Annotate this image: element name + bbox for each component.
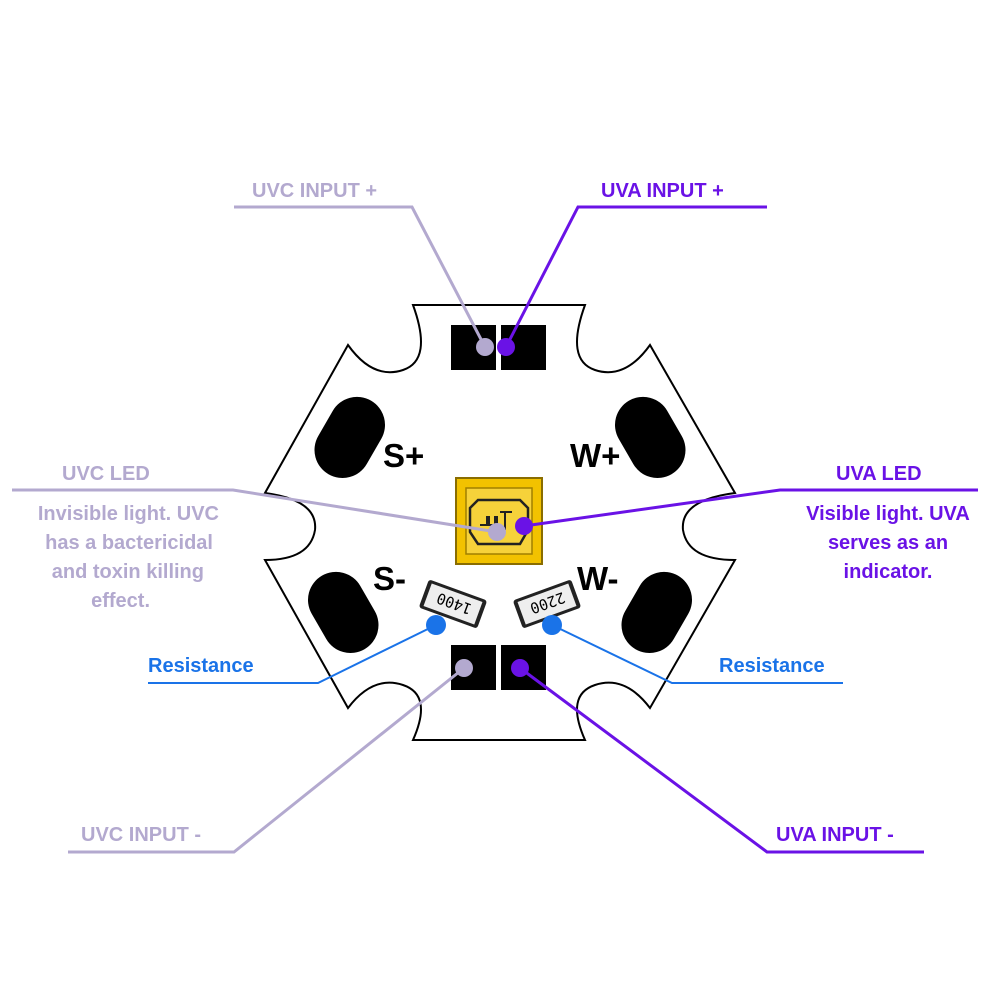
label-resistance-left: Resistance — [148, 655, 254, 677]
desc-uvc-led-line-1: Invisible light. UVC — [38, 503, 219, 525]
label-uva-input-plus: UVA INPUT + — [601, 180, 724, 202]
pad-label-w-minus: W- — [577, 560, 618, 597]
dot-uva-led — [515, 517, 533, 535]
mounting-slot-bottom-right — [621, 571, 692, 653]
desc-uva-led-line-1: Visible light. UVA — [806, 503, 970, 525]
label-resistance-right: Resistance — [719, 655, 825, 677]
dot-uvc-input-minus — [455, 659, 473, 677]
label-uvc-led: UVC LED — [62, 463, 150, 485]
leader-resistance-left — [148, 624, 437, 684]
leader-resistance-right — [551, 624, 843, 684]
desc-uva-led-line-3: indicator. — [844, 561, 933, 583]
dot-resistance-left — [426, 615, 446, 635]
desc-uva-led-line-2: serves as an — [828, 532, 948, 554]
mounting-slot-top-right — [615, 396, 686, 478]
dot-uva-input-plus — [497, 338, 515, 356]
dot-resistance-right — [542, 615, 562, 635]
resistor-right: 2200 — [513, 580, 581, 628]
pad-label-w-plus: W+ — [570, 437, 620, 474]
label-uvc-input-minus: UVC INPUT - — [81, 824, 201, 846]
desc-uvc-led-line-4: effect. — [91, 590, 150, 612]
pad-label-s-plus: S+ — [383, 437, 424, 474]
pad-label-s-minus: S- — [373, 560, 406, 597]
mounting-slot-top-left — [314, 396, 385, 478]
dot-uvc-input-plus — [476, 338, 494, 356]
leader-uva-input-plus — [504, 205, 767, 348]
label-uvc-input-plus: UVC INPUT + — [252, 180, 377, 202]
label-uva-led: UVA LED — [836, 463, 922, 485]
led-package — [455, 477, 543, 565]
label-uva-input-minus: UVA INPUT - — [776, 824, 894, 846]
desc-uvc-led-line-2: has a bactericidal — [45, 532, 213, 554]
desc-uvc-led-line-3: and toxin killing — [52, 561, 204, 583]
leader-uvc-input-plus — [234, 205, 487, 348]
leader-uva-led — [523, 488, 978, 528]
dot-uvc-led — [488, 523, 506, 541]
mounting-slot-bottom-left — [308, 571, 379, 653]
dot-uva-input-minus — [511, 659, 529, 677]
resistor-left: 1400 — [419, 580, 487, 628]
leader-uva-input-minus — [519, 666, 924, 854]
leader-uvc-input-minus — [68, 666, 465, 854]
leader-uvc-led — [12, 488, 498, 534]
